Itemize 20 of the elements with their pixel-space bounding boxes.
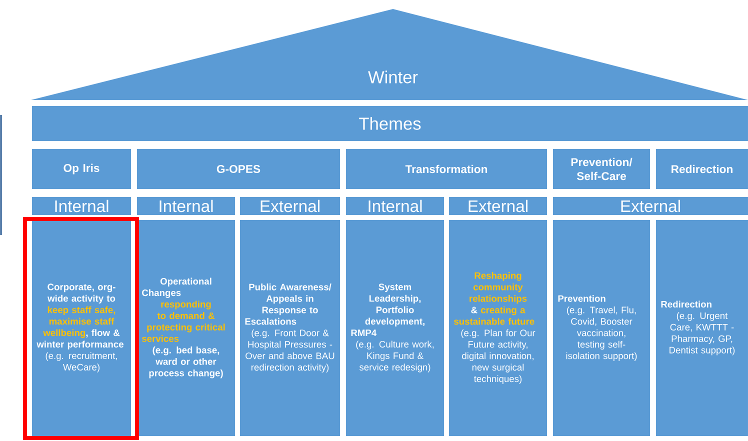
column-box: Prevention (e.g. Travel, Flu, Covid, Booster vaccination, testing self-isolation support) [553, 220, 650, 436]
category-box: Internal [346, 197, 444, 215]
roof-triangle: Winter [31, 9, 748, 100]
column-box: Corporate, org-wide activity to keep staff safe, maximise staff wellbeing, flow & winter performance (e.g. recruitment, WeCare) [32, 220, 131, 436]
theme-box: G-OPES [137, 149, 340, 189]
category-box: External [240, 197, 340, 215]
category-box: External [553, 197, 748, 215]
theme-box: Prevention/ Self-Care [553, 149, 650, 189]
category-box: Internal [137, 197, 235, 215]
category-box: Internal [32, 197, 131, 215]
column-box: Public Awareness/ Appeals in Response to Escalations (e.g. Front Door & Hospital Pressures - Over and above BAU redirection activity) [240, 220, 340, 436]
column-box: Operational Changes responding to demand & protecting critical services (e.g. bed base, ward or other process change) [137, 220, 235, 436]
column-box: Reshaping community relationships & creating a sustainable future (e.g. Plan for Our Future activity, digital innovation, new surgical techniques) [449, 220, 547, 436]
column-box: System Leadership, Portfolio development, RMP4 (e.g. Culture work, Kings Fund & service redesign) [346, 220, 444, 436]
category-box: External [449, 197, 547, 215]
band: Themes [32, 106, 748, 141]
theme-box: Transformation [346, 149, 547, 189]
theme-box: Op Iris [32, 149, 131, 189]
column-box: Redirection (e.g. Urgent Care, KWTTT - Pharmacy, GP, Dentist support) [656, 220, 748, 436]
theme-box: Redirection [656, 149, 748, 189]
